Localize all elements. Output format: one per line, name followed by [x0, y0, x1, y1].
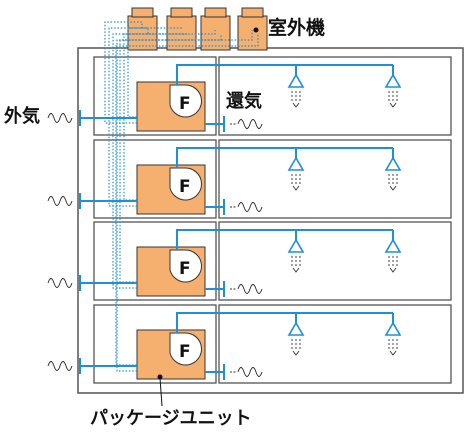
- airflow-arrowhead: [292, 350, 300, 356]
- refrigerant-pipe: [119, 34, 222, 283]
- refrigerant-pipe: [104, 21, 143, 124]
- diffuser-icon: [384, 73, 402, 88]
- building-outer-wall: [77, 47, 464, 394]
- outdoor-unit-icon: [127, 7, 158, 51]
- diffuser-icon: [287, 156, 305, 171]
- fan-icon: [169, 84, 202, 118]
- outdoor-unit-body: [127, 15, 158, 51]
- outdoor-unit-top: [241, 7, 264, 18]
- outdoor-unit-body: [166, 15, 197, 51]
- outdoor-unit-icon: [166, 7, 197, 51]
- outdoor-unit-top: [204, 7, 227, 18]
- airflow-arrowhead: [389, 350, 397, 356]
- outdoor-unit-label: 室外機: [268, 16, 325, 39]
- refrigerant-pipe: [127, 27, 149, 118]
- floors-group: F F F F: [47, 56, 452, 384]
- package-unit-label: パッケージユニット: [90, 408, 252, 429]
- machine-room-wall: [93, 56, 217, 136]
- floor-group: F: [47, 56, 452, 136]
- outdoor-unit-icon: [237, 7, 268, 51]
- return-air-label: 還気: [226, 90, 262, 112]
- fan-label: F: [179, 177, 191, 197]
- refrigerant-pipes: [104, 21, 259, 372]
- fan-icon: [169, 332, 202, 366]
- outdoor-unit-leader-dot: [253, 27, 259, 33]
- machine-room-wall: [93, 139, 217, 219]
- sine-wave-icon: [47, 278, 73, 288]
- package-unit-leader-dot: [157, 374, 163, 380]
- diffuser-icon: [384, 156, 402, 171]
- refrigerant-pipe: [108, 27, 182, 207]
- diffuser-icon: [287, 321, 305, 336]
- airflow-arrowhead: [389, 267, 397, 273]
- sine-wave-icon: [237, 202, 263, 212]
- refrigerant-pipe: [123, 33, 187, 201]
- diffuser-icon: [384, 321, 402, 336]
- fan-label: F: [179, 94, 191, 114]
- package-unit-leader-line: [159, 377, 163, 407]
- fan-icon: [169, 249, 202, 283]
- sine-wave-icon: [237, 367, 263, 377]
- floor-group: F: [47, 139, 452, 219]
- fan-label: F: [179, 259, 191, 279]
- airflow-arrowhead: [292, 102, 300, 108]
- sine-wave-icon: [237, 284, 263, 294]
- supply-duct: [176, 229, 393, 250]
- diffuser-icon: [384, 238, 402, 253]
- machine-room-wall: [93, 221, 217, 301]
- outside-air-label: 外気: [4, 105, 40, 127]
- outdoor-units-group: [127, 7, 268, 51]
- refrigerant-pipe: [115, 34, 259, 366]
- machine-room-wall: [93, 304, 217, 384]
- fan-icon: [169, 167, 202, 201]
- outdoor-unit-icon: [200, 7, 231, 51]
- outdoor-unit-top: [131, 7, 154, 18]
- supply-duct: [176, 147, 393, 168]
- supply-duct: [176, 64, 393, 85]
- fan-label: F: [179, 342, 191, 362]
- refrigerant-pipe: [112, 30, 216, 289]
- building-frame: [77, 47, 464, 394]
- diffuser-icon: [287, 73, 305, 88]
- sine-wave-icon: [237, 119, 263, 129]
- refrigerant-pipe: [116, 30, 253, 372]
- airflow-arrowhead: [389, 102, 397, 108]
- airflow-arrowhead: [389, 185, 397, 191]
- floor-group: F: [47, 304, 452, 384]
- sine-wave-icon: [47, 361, 73, 371]
- floor-group: F: [47, 221, 452, 301]
- office-room-wall: [218, 221, 452, 301]
- airflow-arrowhead: [292, 185, 300, 191]
- office-room-wall: [218, 304, 452, 384]
- airflow-arrowhead: [292, 267, 300, 273]
- sine-wave-icon: [47, 196, 73, 206]
- outdoor-unit-top: [170, 7, 193, 18]
- sine-wave-icon: [47, 113, 73, 123]
- diffuser-icon: [287, 238, 305, 253]
- office-room-wall: [218, 139, 452, 219]
- office-room-wall: [218, 56, 452, 136]
- supply-duct: [176, 312, 393, 333]
